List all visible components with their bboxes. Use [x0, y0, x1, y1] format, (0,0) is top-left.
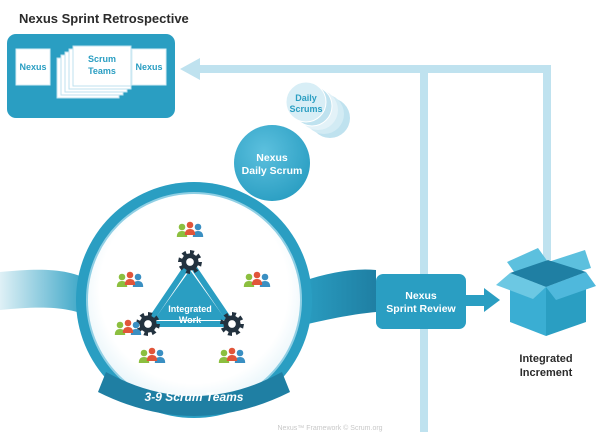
increment-line2: Increment	[520, 367, 573, 379]
people-group-icon	[218, 347, 246, 363]
retro-scrum-teams-line2: Teams	[88, 66, 116, 76]
open-box-icon	[496, 248, 596, 336]
people-group-icon	[176, 221, 204, 237]
integrated-work-line2: Work	[179, 315, 202, 325]
nexus-daily-scrum-line1: Nexus	[256, 152, 288, 164]
people-group-icon	[243, 271, 271, 287]
sprint-review-line2: Sprint Review	[386, 303, 456, 315]
people-group-icon	[114, 319, 142, 335]
gear-icon	[178, 250, 202, 274]
daily-scrums-bubbles: Daily Scrums	[285, 81, 350, 138]
nexus-daily-scrum-bubble: Nexus Daily Scrum	[234, 125, 310, 201]
incoming-work-arrow	[0, 269, 92, 318]
retro-nexus-left-label: Nexus	[19, 62, 46, 72]
retro-nexus-right-label: Nexus	[135, 62, 162, 72]
retrospective-box: Nexus Scrum Teams Nexus	[7, 34, 175, 118]
integrated-work-line1: Integrated	[168, 304, 212, 314]
sprint-review-line1: Nexus	[405, 290, 437, 302]
integrated-work-triangle: Integrated Work	[145, 259, 235, 327]
daily-scrums-line1: Daily	[295, 93, 317, 103]
gear-icon	[220, 312, 244, 336]
nexus-sprint-review-box: Nexus Sprint Review	[376, 274, 466, 329]
increment-line1: Integrated	[519, 353, 572, 365]
nexus-daily-scrum-line2: Daily Scrum	[242, 165, 303, 177]
people-group-icon	[138, 347, 166, 363]
feedback-arrow-head	[180, 58, 200, 80]
gear-icon	[136, 312, 160, 336]
outgoing-work-arrow	[300, 269, 376, 326]
scrum-teams-band-label: 3-9 Scrum Teams	[145, 390, 244, 404]
feedback-arrows	[180, 58, 551, 432]
retro-scrum-teams-line1: Scrum	[88, 54, 116, 64]
gears	[136, 250, 244, 336]
arrow-right-icon	[466, 288, 500, 312]
daily-scrums-line2: Scrums	[289, 104, 322, 114]
footer-copyright: Nexus™ Framework © Scrum.org	[277, 424, 382, 432]
people-group-icon	[116, 271, 144, 287]
retrospective-title: Nexus Sprint Retrospective	[19, 11, 189, 26]
